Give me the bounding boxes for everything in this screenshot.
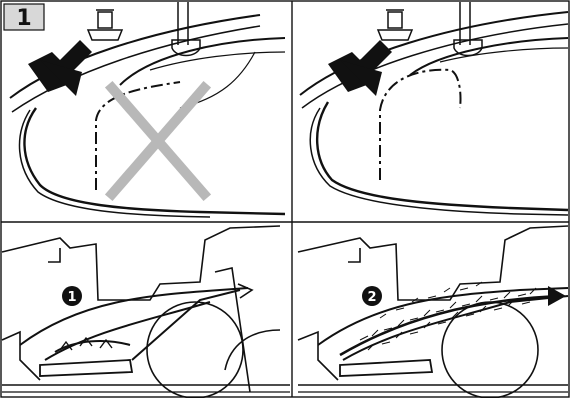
- clippings-texture: [359, 281, 537, 351]
- figure-number-label: 1: [3, 3, 45, 31]
- panel-top-left: [9, 2, 286, 218]
- step-marker-1-text: 1: [67, 290, 76, 305]
- step-marker-2-text: 2: [367, 290, 376, 305]
- step-marker-2: 2: [362, 286, 382, 306]
- figure-number-text: 1: [16, 6, 31, 31]
- panel-bottom-left: [1, 225, 290, 398]
- flow-arrow-icon: [548, 286, 566, 306]
- wrong-cross-icon: [104, 80, 212, 202]
- panel-bottom-right: [297, 225, 569, 398]
- step-marker-1: 1: [62, 286, 82, 306]
- panel-top-right: [299, 2, 569, 216]
- pointer-arrow-icon: [328, 40, 392, 96]
- pointer-arrow-icon: [28, 40, 92, 96]
